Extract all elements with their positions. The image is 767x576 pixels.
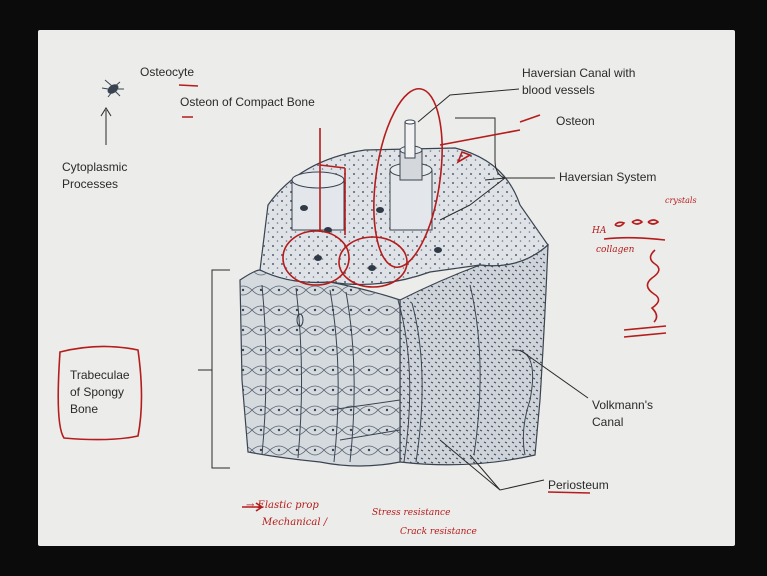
note-elastic: → Elastic prop	[246, 500, 319, 511]
note-collagen: collagen	[596, 245, 634, 255]
label-processes: Processes	[62, 177, 118, 192]
note-crack: Crack resistance	[400, 527, 477, 537]
label-osteocyte: Osteocyte	[140, 65, 194, 80]
label-trabeculae-2: of Spongy	[70, 385, 124, 400]
label-periosteum: Periosteum	[548, 478, 609, 493]
label-trabeculae-1: Trabeculae	[70, 368, 130, 383]
note-ha: HA	[592, 226, 606, 236]
label-cytoplasmic: Cytoplasmic	[62, 160, 127, 175]
label-haversian-canal-1: Haversian Canal with	[522, 66, 635, 81]
note-crystals: crystals	[665, 196, 697, 205]
note-mechanical: Mechanical /	[262, 517, 327, 528]
note-stress: Stress resistance	[372, 508, 450, 518]
label-osteon-compact: Osteon of Compact Bone	[180, 95, 315, 110]
label-volkmann-1: Volkmann's	[592, 398, 653, 413]
label-volkmann-2: Canal	[592, 415, 623, 430]
label-trabeculae-3: Bone	[70, 402, 98, 417]
label-osteon: Osteon	[556, 114, 595, 129]
label-haversian-canal-2: blood vessels	[522, 83, 595, 98]
osteocyte-icon	[102, 80, 124, 97]
label-haversian-system: Haversian System	[559, 170, 656, 185]
